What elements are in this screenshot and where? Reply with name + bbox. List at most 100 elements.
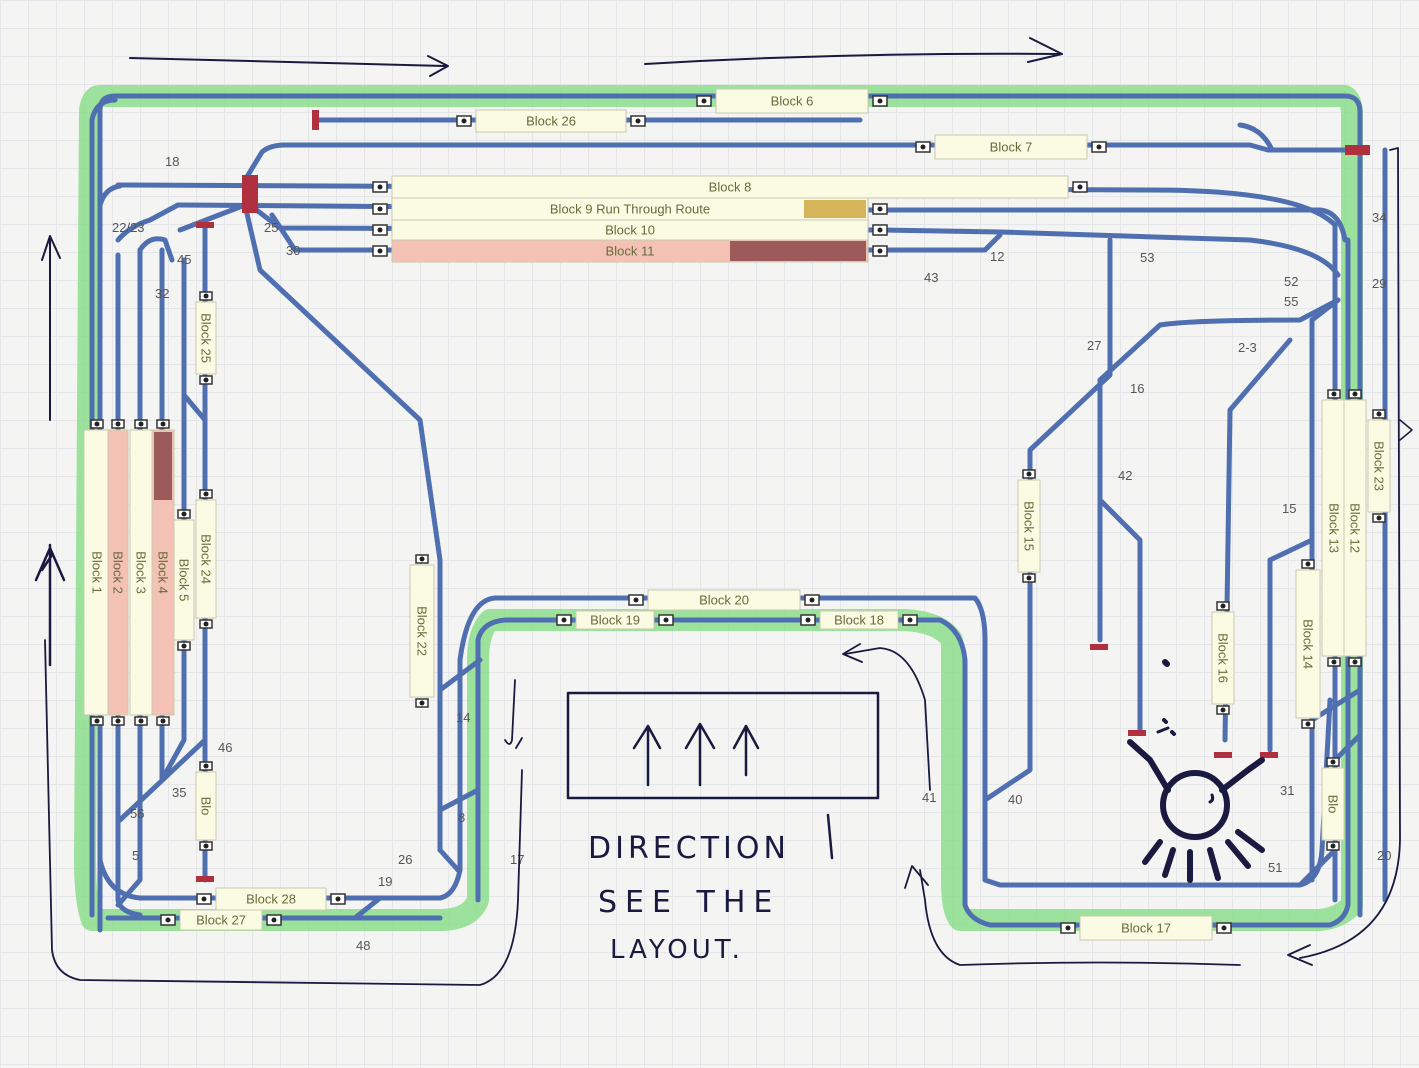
block-end-signal	[1216, 922, 1232, 934]
block-b24[interactable]: Block 24	[195, 499, 217, 619]
block-b19[interactable]: Block 19	[575, 610, 655, 630]
block-b6[interactable]: Block 6	[715, 88, 869, 114]
block-body[interactable]	[1211, 611, 1235, 705]
block-body[interactable]	[179, 909, 263, 931]
buffer-stop	[1345, 145, 1370, 155]
block-body[interactable]	[195, 771, 217, 841]
block-body[interactable]	[195, 499, 217, 619]
block-end-signal	[372, 224, 388, 236]
block-body[interactable]	[409, 564, 435, 698]
block-b16[interactable]: Block 16	[1211, 611, 1235, 705]
block-body[interactable]	[1295, 569, 1321, 719]
block-b15[interactable]: Block 15	[1017, 479, 1041, 573]
block-b5[interactable]: Block 5	[173, 519, 195, 641]
switch-label-s31: 31	[1280, 783, 1294, 798]
switch-label-s41: 41	[922, 790, 936, 805]
block-b12[interactable]: Block 12	[1343, 399, 1367, 657]
block-body[interactable]	[83, 429, 111, 716]
block-end-signal	[177, 509, 191, 519]
block-body[interactable]	[647, 589, 801, 611]
switch-label-s43: 43	[924, 270, 938, 285]
block-body[interactable]	[475, 109, 627, 133]
switch-label-s34: 34	[1372, 210, 1386, 225]
block-label: Blo	[1326, 795, 1341, 814]
switch-label-s12: 12	[990, 249, 1004, 264]
block-bbl[interactable]: Blo	[195, 771, 217, 841]
block-b25[interactable]: Block 25	[195, 301, 217, 375]
switch-label-s14: 14	[456, 710, 470, 725]
block-b22[interactable]: Block 22	[409, 564, 435, 698]
buffer-stop	[1090, 644, 1108, 650]
block-b23[interactable]: Block 23	[1367, 419, 1391, 513]
block-b17[interactable]: Block 17	[1079, 915, 1213, 941]
box-arrow-2	[684, 722, 716, 787]
block-bbr[interactable]: Blo	[1321, 767, 1345, 841]
block-end-signal	[160, 914, 176, 926]
block-body[interactable]	[107, 429, 129, 716]
block-b26[interactable]: Block 26	[475, 109, 627, 133]
block-end-signal	[372, 203, 388, 215]
block-body[interactable]	[1321, 767, 1345, 841]
block-end-signal	[90, 419, 104, 429]
block-body[interactable]	[1321, 399, 1347, 657]
switch-label-s5: 5	[132, 848, 139, 863]
block-label: Block 20	[699, 593, 749, 608]
block-end-signal	[872, 224, 888, 236]
switch-label-s23b: 2-3	[1238, 340, 1257, 355]
switch-label-s40: 40	[1008, 792, 1022, 807]
block-b10[interactable]: Block 10	[391, 219, 869, 241]
switch-label-s15: 15	[1282, 501, 1296, 516]
block-b1[interactable]: Block 1	[83, 429, 111, 716]
buffer-stop	[196, 222, 214, 228]
block-b20[interactable]: Block 20	[647, 589, 801, 611]
buffer-stop	[242, 175, 258, 213]
buffer-stop	[1128, 730, 1146, 736]
block-b4[interactable]: Block 4	[151, 429, 175, 716]
switch-label-s45: 45	[177, 252, 191, 267]
switch-label-s42: 42	[1118, 468, 1132, 483]
block-end-signal	[630, 115, 646, 127]
block-label: Block 16	[1216, 633, 1231, 683]
block-body[interactable]	[1079, 915, 1213, 941]
block-body[interactable]	[819, 610, 899, 630]
block-end-signal	[1060, 922, 1076, 934]
block-b7[interactable]: Block 7	[934, 134, 1088, 160]
doodle-face	[1127, 659, 1265, 883]
block-b2[interactable]: Block 2	[107, 429, 129, 716]
block-body[interactable]	[1343, 399, 1367, 657]
block-body[interactable]	[715, 88, 869, 114]
block-train-marker	[804, 200, 866, 218]
block-body[interactable]	[1367, 419, 1391, 513]
block-label: Block 28	[246, 892, 296, 907]
switch-label-s27: 27	[1087, 338, 1101, 353]
block-end-signal	[372, 245, 388, 257]
block-body[interactable]	[1017, 479, 1041, 573]
block-occupied-marker	[154, 432, 172, 500]
switch-label-s18: 18	[165, 154, 179, 169]
block-b28[interactable]: Block 28	[215, 887, 327, 911]
block-b27[interactable]: Block 27	[179, 909, 263, 931]
block-body[interactable]	[173, 519, 195, 641]
block-body[interactable]	[934, 134, 1088, 160]
block-end-signal	[1301, 719, 1315, 729]
curve-inner-right	[842, 643, 931, 791]
block-b3[interactable]: Block 3	[129, 429, 153, 716]
block-b18[interactable]: Block 18	[819, 610, 899, 630]
block-b11[interactable]: Block 11	[391, 239, 869, 263]
block-body[interactable]	[195, 301, 217, 375]
block-label: Block 25	[199, 313, 214, 363]
block-body[interactable]	[215, 887, 327, 911]
switch-label-s56: 56	[130, 806, 144, 821]
block-end-signal	[372, 181, 388, 193]
switch-label-s48: 48	[356, 938, 370, 953]
block-b9[interactable]: Block 9 Run Through Route	[391, 197, 869, 221]
block-b14[interactable]: Block 14	[1295, 569, 1321, 719]
block-end-signal	[134, 419, 148, 429]
block-body[interactable]	[575, 610, 655, 630]
block-end-signal	[199, 291, 213, 301]
block-end-signal	[804, 594, 820, 606]
block-b8[interactable]: Block 8	[391, 175, 1069, 199]
box-arrow-1	[632, 724, 662, 787]
block-end-signal	[1216, 601, 1230, 611]
block-b13[interactable]: Block 13	[1321, 399, 1347, 657]
